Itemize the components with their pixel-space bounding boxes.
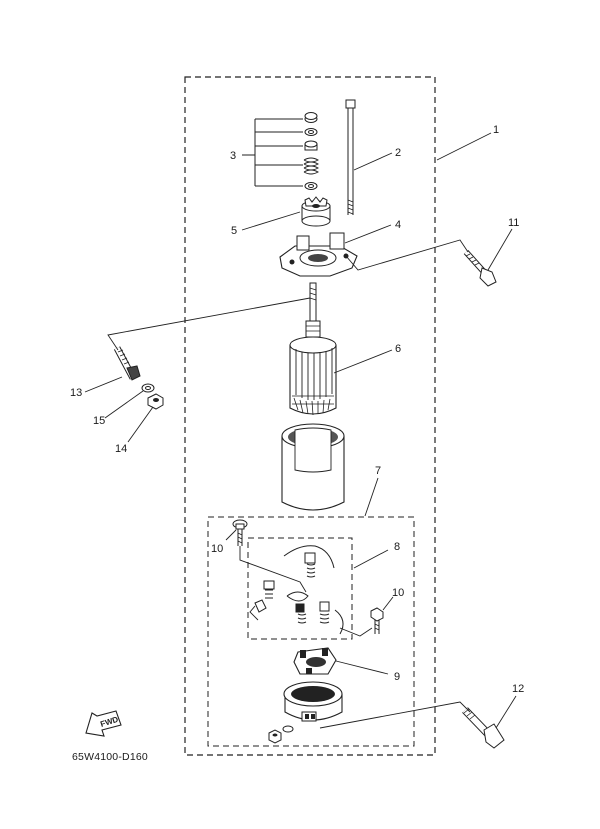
callout-11: 11 xyxy=(508,217,519,229)
callout-3: 3 xyxy=(230,150,236,162)
callout-bracket-3 xyxy=(242,118,303,187)
mounting-bolt-11 xyxy=(463,249,497,287)
terminal-nut xyxy=(268,725,294,744)
nut-14 xyxy=(147,393,164,410)
callout-15: 15 xyxy=(93,415,105,427)
callout-12: 12 xyxy=(512,683,524,695)
fwd-arrow-icon: FWD xyxy=(85,710,122,737)
callout-10-upper: 10 xyxy=(211,543,223,555)
screw-10-upper xyxy=(232,519,248,546)
callout-4: 4 xyxy=(395,219,401,231)
leader-lines xyxy=(84,132,517,729)
callout-2: 2 xyxy=(395,147,401,159)
callout-9: 9 xyxy=(394,671,400,683)
assembly-frame xyxy=(184,76,436,756)
screw-10-right xyxy=(370,607,384,634)
pinion-gear xyxy=(301,196,331,227)
rear-cover xyxy=(283,681,343,722)
callout-14: 14 xyxy=(115,443,127,455)
brush-assembly xyxy=(254,545,344,635)
stud-bolt-13 xyxy=(113,346,141,381)
callout-8: 8 xyxy=(394,541,400,553)
callout-1: 1 xyxy=(493,124,499,136)
callout-6: 6 xyxy=(395,343,401,355)
pinion-hardware-stack xyxy=(303,112,320,190)
mounting-bolt-12 xyxy=(462,707,505,749)
armature xyxy=(289,282,337,416)
callout-5: 5 xyxy=(231,225,237,237)
brush-holder-frame xyxy=(247,537,353,640)
front-bracket xyxy=(279,232,358,277)
washer-15 xyxy=(141,383,155,393)
callout-13: 13 xyxy=(70,387,82,399)
lower-bracket-frame xyxy=(207,516,415,747)
through-bolt xyxy=(345,99,356,215)
callout-labels: 1 2 3 4 5 6 7 8 9 10 10 11 12 13 14 15 xyxy=(70,124,524,695)
callout-10-right: 10 xyxy=(392,587,404,599)
drawing-code: 65W4100-D160 xyxy=(72,751,148,763)
yoke-housing xyxy=(281,423,345,511)
callout-7: 7 xyxy=(375,465,381,477)
brush-plate-9 xyxy=(293,647,337,675)
